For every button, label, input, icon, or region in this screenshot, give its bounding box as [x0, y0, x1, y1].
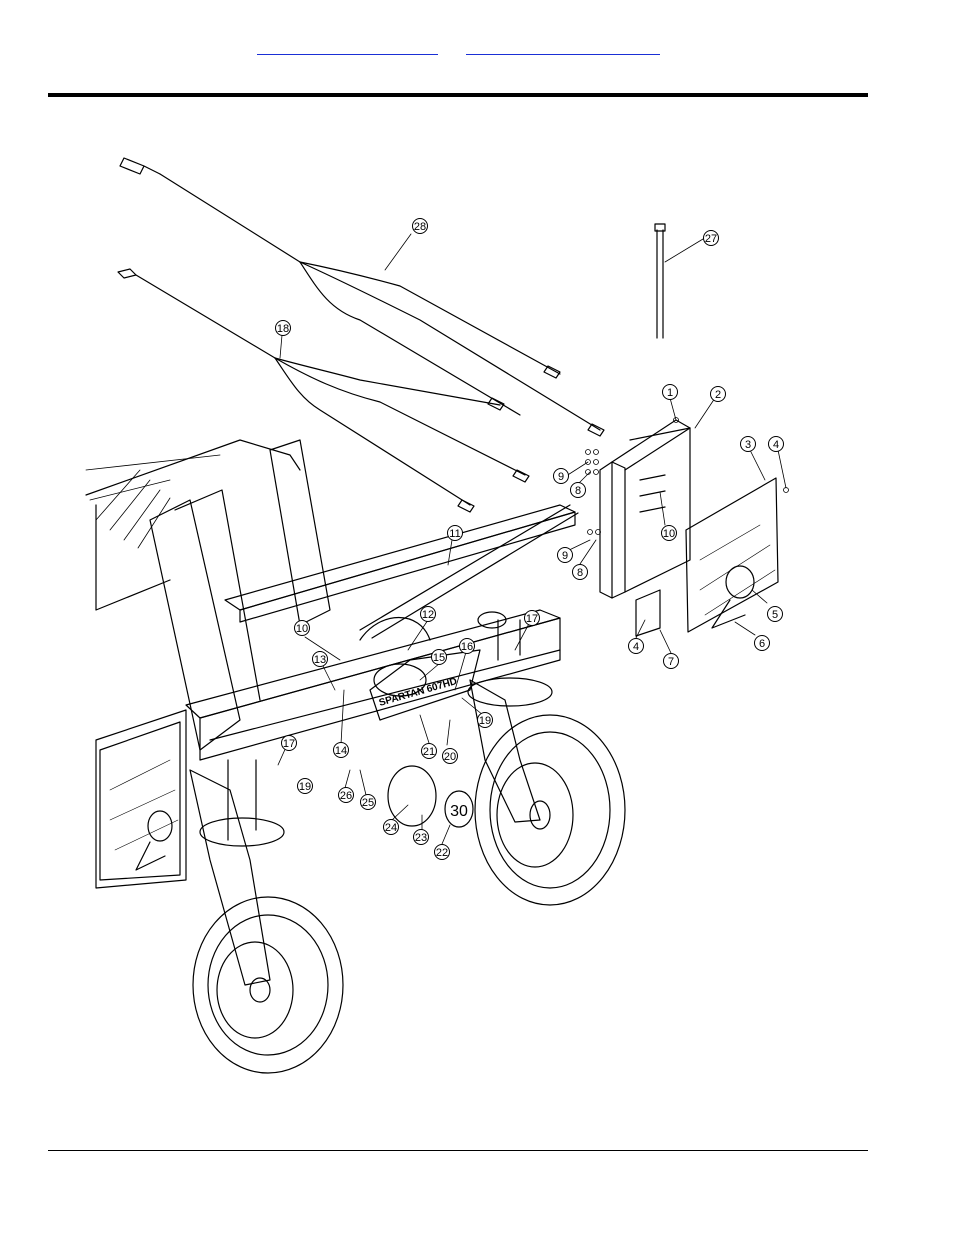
header-link-1[interactable] [257, 38, 438, 55]
callout-10: 10 [662, 526, 677, 541]
svg-text:3: 3 [745, 439, 751, 451]
callout-18: 18 [276, 321, 291, 336]
svg-text:26: 26 [340, 790, 352, 802]
header-link-2[interactable] [466, 38, 660, 55]
svg-text:10: 10 [296, 623, 308, 635]
callout-25: 25 [361, 795, 376, 810]
callout-28: 28 [413, 219, 428, 234]
callout-27: 27 [704, 231, 719, 246]
implement-main-frame [86, 440, 575, 888]
header-rule [48, 93, 868, 97]
callout-14: 14 [334, 743, 349, 758]
callout-23: 23 [414, 830, 429, 845]
svg-text:22: 22 [436, 847, 448, 859]
callout-26: 26 [339, 788, 354, 803]
callout-17: 17 [525, 611, 540, 626]
svg-text:15: 15 [433, 652, 445, 664]
speed-sign-number: 30 [450, 803, 468, 820]
callout-15: 15 [432, 650, 447, 665]
wheel-right [468, 612, 625, 905]
svg-text:20: 20 [444, 751, 456, 763]
svg-text:14: 14 [335, 745, 347, 757]
reflector-panel-3 [686, 478, 778, 632]
callout-22: 22 [435, 845, 450, 860]
svg-text:9: 9 [562, 550, 568, 562]
svg-text:9: 9 [558, 471, 564, 483]
svg-text:17: 17 [526, 613, 538, 625]
cable-tie-27 [655, 224, 665, 338]
lamp-left [136, 811, 172, 870]
svg-text:1: 1 [667, 387, 673, 399]
callout-7: 7 [664, 654, 679, 669]
callout-17: 17 [282, 736, 297, 751]
svg-text:6: 6 [759, 638, 765, 650]
callout-24: 24 [384, 820, 399, 835]
svg-text:18: 18 [277, 323, 289, 335]
svg-text:2: 2 [715, 389, 721, 401]
callout-9: 9 [558, 548, 573, 563]
callout-13: 13 [313, 652, 328, 667]
callout-4: 4 [629, 639, 644, 654]
svg-text:27: 27 [705, 233, 717, 245]
callout-9: 9 [554, 469, 569, 484]
svg-text:13: 13 [314, 654, 326, 666]
svg-text:19: 19 [479, 715, 491, 727]
callout-19: 19 [298, 779, 313, 794]
bracket-assembly-right [600, 420, 690, 636]
svg-text:11: 11 [449, 528, 460, 540]
svg-text:19: 19 [299, 781, 311, 793]
callout-4: 4 [769, 437, 784, 452]
callout-6: 6 [755, 636, 770, 651]
svg-text:7: 7 [668, 656, 674, 668]
callout-19: 19 [478, 713, 493, 728]
wheel-left [190, 760, 343, 1073]
svg-text:24: 24 [385, 822, 397, 834]
svg-text:8: 8 [577, 567, 583, 579]
callout-16: 16 [460, 639, 475, 654]
callout-3: 3 [741, 437, 756, 452]
exploded-parts-diagram: SPARTAN 607HD 30 12344567889910101112131… [82, 143, 794, 1077]
callout-5: 5 [768, 607, 783, 622]
svg-text:8: 8 [575, 485, 581, 497]
wiring-harness-18 [118, 269, 529, 512]
svg-text:25: 25 [362, 797, 374, 809]
callout-leaders [278, 234, 786, 844]
svg-text:4: 4 [633, 641, 639, 653]
wiring-harness-28 [120, 158, 604, 436]
callout-11: 11 [448, 526, 463, 541]
callout-21: 21 [422, 744, 437, 759]
callout-12: 12 [421, 607, 436, 622]
callout-2: 2 [711, 387, 726, 402]
footer-rule [48, 1150, 868, 1151]
decal-text: SPARTAN 607HD [378, 676, 459, 709]
callout-10: 10 [295, 621, 310, 636]
callout-8: 8 [573, 565, 588, 580]
callout-8: 8 [571, 483, 586, 498]
svg-text:28: 28 [414, 221, 426, 233]
svg-text:10: 10 [663, 528, 675, 540]
callout-20: 20 [443, 749, 458, 764]
svg-text:5: 5 [772, 609, 778, 621]
svg-text:23: 23 [415, 832, 427, 844]
svg-text:21: 21 [423, 746, 435, 758]
svg-text:12: 12 [422, 609, 434, 621]
svg-text:4: 4 [773, 439, 779, 451]
svg-text:17: 17 [283, 738, 295, 750]
callout-1: 1 [663, 385, 678, 400]
svg-text:16: 16 [461, 641, 473, 653]
fasteners-8-9 [586, 418, 789, 535]
